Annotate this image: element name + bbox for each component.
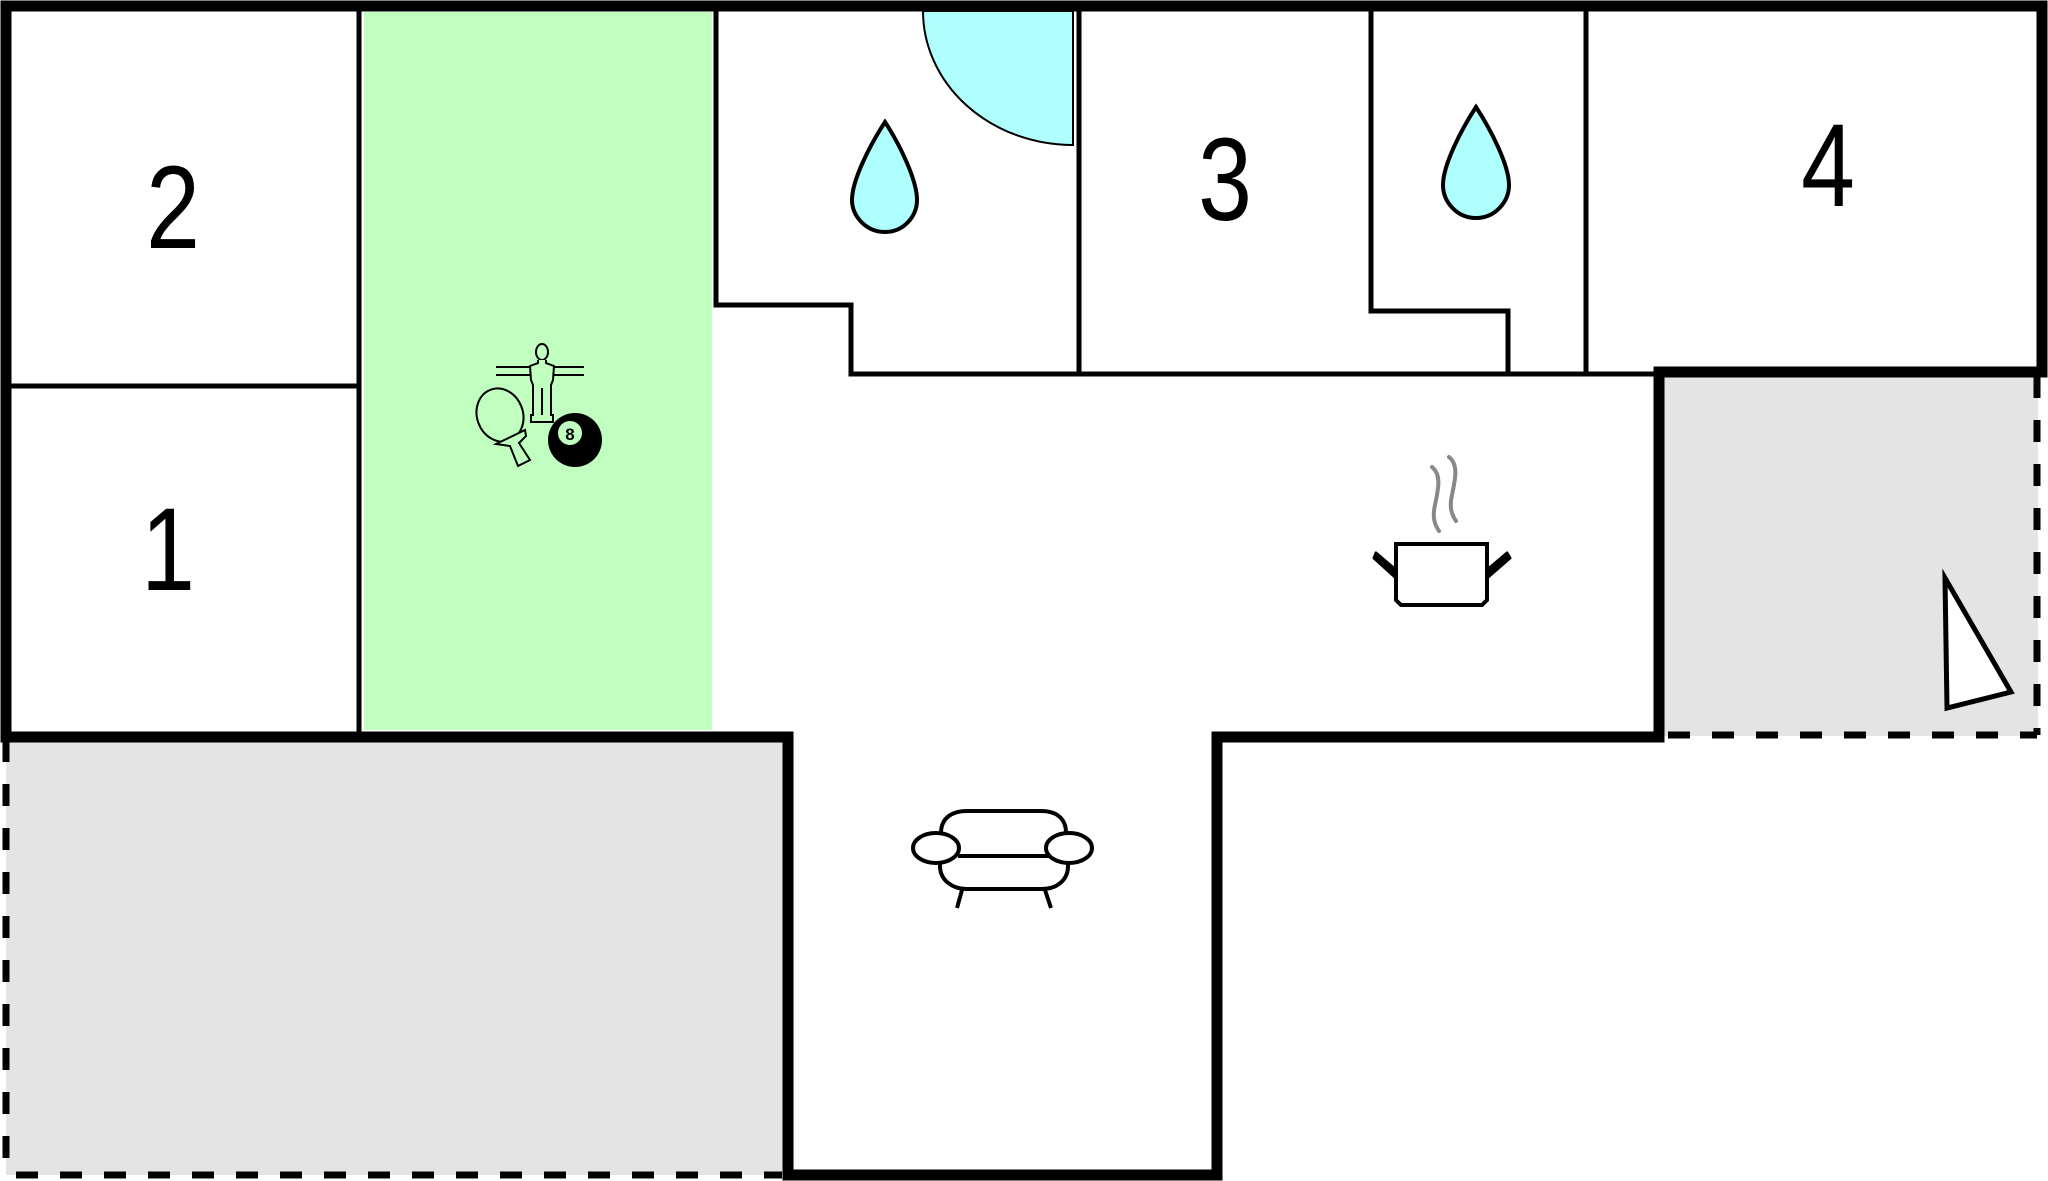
terrace-left [2,738,786,1179]
room-label-2: 2 [146,141,200,273]
billiard-ball-icon: 8 [548,413,602,467]
room-label-4: 4 [1801,99,1855,231]
interior-walls [11,11,1659,734]
terrace-right [1662,375,2041,739]
cooking-pot-icon [1372,455,1512,607]
room-label-1: 1 [141,483,195,615]
water-drop-icon [1440,103,1512,221]
billiard-ball-number: 8 [565,425,574,444]
shower-area [921,10,1074,147]
water-drop-icon [849,118,920,235]
sofa-icon [911,809,1094,909]
room-label-3: 3 [1198,113,1252,245]
north-arrow-icon [1942,568,2015,712]
table-football-icon [496,343,584,423]
table-tennis-icon [475,387,532,468]
